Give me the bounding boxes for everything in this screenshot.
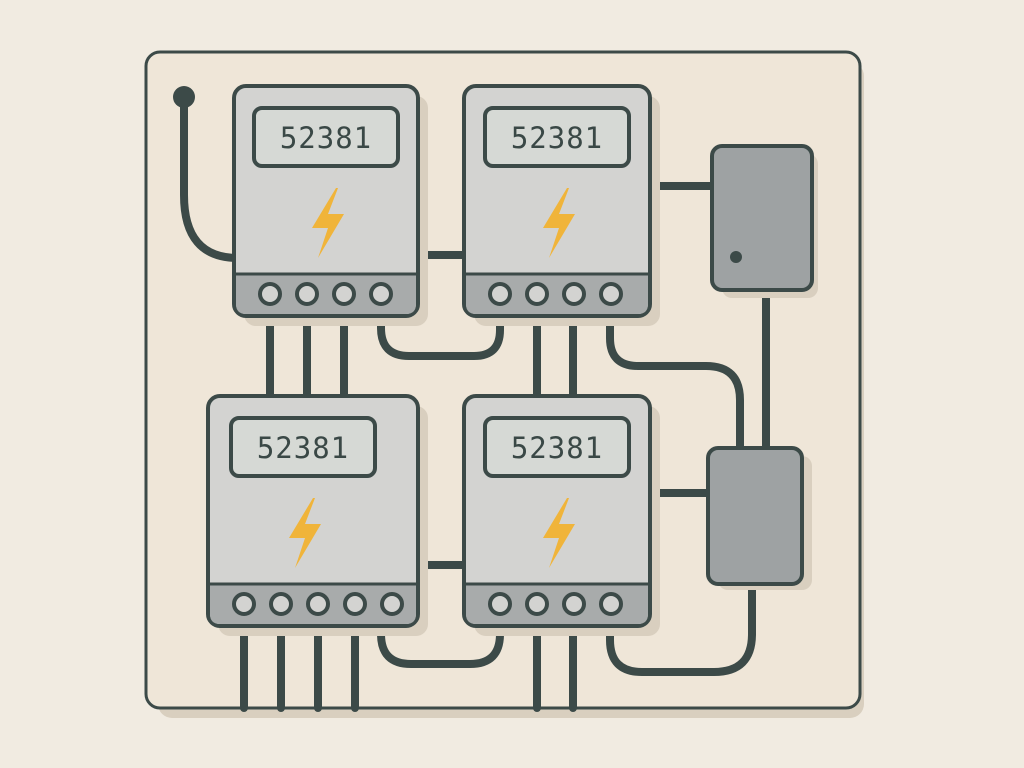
terminal-screw-icon bbox=[343, 592, 367, 616]
terminal-screw-icon bbox=[306, 592, 330, 616]
meter-bottom-left: 52381 bbox=[206, 394, 428, 636]
wire-to-lower-junction bbox=[606, 290, 744, 456]
terminal-screw-icon bbox=[488, 592, 512, 616]
terminal-screw-icon bbox=[269, 592, 293, 616]
terminal-screw-icon bbox=[295, 282, 319, 306]
incoming-feed-wire bbox=[180, 93, 242, 262]
meter-display bbox=[252, 106, 400, 168]
terminal-screw-icon bbox=[562, 282, 586, 306]
terminal-screw-icon bbox=[380, 592, 404, 616]
terminal-screw-icon bbox=[232, 592, 256, 616]
lightning-bolt-icon bbox=[312, 188, 344, 258]
wire-return-loop bbox=[606, 580, 756, 676]
terminal-screw-icon bbox=[332, 282, 356, 306]
meter-reading: 52381 bbox=[280, 121, 372, 155]
meter-top-right: 52381 bbox=[462, 84, 660, 326]
meter-terminal-strip bbox=[466, 584, 648, 624]
junction-box-lower bbox=[706, 446, 812, 590]
meter-display bbox=[229, 416, 377, 478]
lightning-bolt-icon bbox=[289, 498, 321, 568]
meter-reading: 52381 bbox=[511, 431, 603, 465]
meter-terminal-strip bbox=[236, 274, 416, 314]
wire-top-loop bbox=[377, 290, 504, 360]
terminal-screw-icon bbox=[599, 282, 623, 306]
terminal-screw-icon bbox=[369, 282, 393, 306]
terminal-screw-icon bbox=[562, 592, 586, 616]
terminal-screw-icon bbox=[599, 592, 623, 616]
terminal-screw-icon bbox=[525, 592, 549, 616]
meter-reading: 52381 bbox=[511, 121, 603, 155]
junction-box-upper bbox=[710, 144, 818, 298]
lightning-bolt-icon bbox=[543, 188, 575, 258]
terminal-screw-icon bbox=[525, 282, 549, 306]
lightning-bolt-icon bbox=[543, 498, 575, 568]
meter-reading: 52381 bbox=[257, 431, 349, 465]
feed-cable-end-icon bbox=[173, 86, 195, 108]
terminal-screw-icon bbox=[258, 282, 282, 306]
terminal-screw-icon bbox=[488, 282, 512, 306]
wire-bottom-loop bbox=[377, 600, 504, 668]
junction-box-latch-icon bbox=[730, 251, 742, 263]
meter-terminal-strip bbox=[466, 274, 648, 314]
meter-display bbox=[483, 106, 631, 168]
meter-top-left: 52381 bbox=[232, 84, 428, 326]
meter-bottom-right: 52381 bbox=[462, 394, 660, 636]
meter-display bbox=[483, 416, 631, 478]
